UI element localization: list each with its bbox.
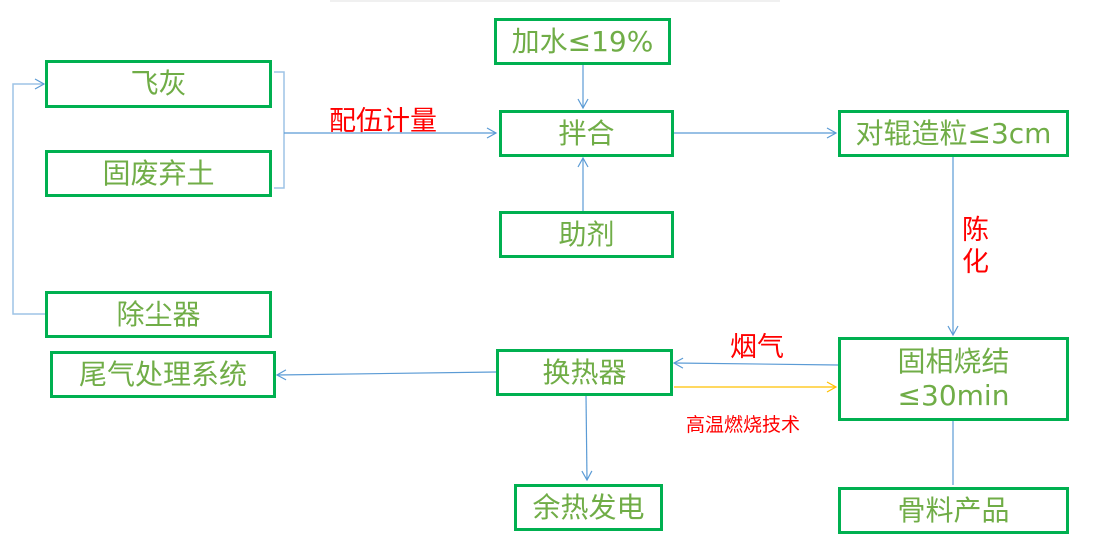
label-aging-1: 陈 [962,215,989,246]
node-solid-waste: 固废弃土 [45,150,272,197]
node-aggregate-product: 骨料产品 [838,487,1069,534]
node-waste-heat-power: 余热发电 [514,484,663,531]
node-dust-collector: 除尘器 [45,291,272,338]
sintering-line2: ≤30min [897,379,1010,412]
node-sintering: 固相烧结 ≤30min [838,337,1069,421]
node-add-water: 加水≤19% [494,18,671,65]
label-proportioning: 配伍计量 [329,106,437,137]
label-high-temp-combustion: 高温燃烧技术 [686,414,801,436]
input-bracket [274,71,285,189]
arrow-to-power [581,394,593,482]
node-fly-ash: 飞灰 [45,60,272,108]
label-aging-2: 化 [962,247,989,278]
node-mixing: 拌合 [499,110,674,157]
arrow-dust-to-flyash [12,78,46,315]
node-roller-granulation: 对辊造粒≤3cm [838,110,1069,157]
node-additive: 助剂 [499,211,674,258]
node-exhaust-system: 尾气处理系统 [50,351,276,398]
node-heat-exchanger: 换热器 [496,349,673,396]
label-aging: 陈 化 [962,215,989,279]
arrow-to-exhaust [275,369,497,381]
arrow-flue-gas [672,357,839,369]
sintering-line1: 固相烧结 [897,345,1010,379]
label-flue-gas: 烟气 [730,332,784,363]
